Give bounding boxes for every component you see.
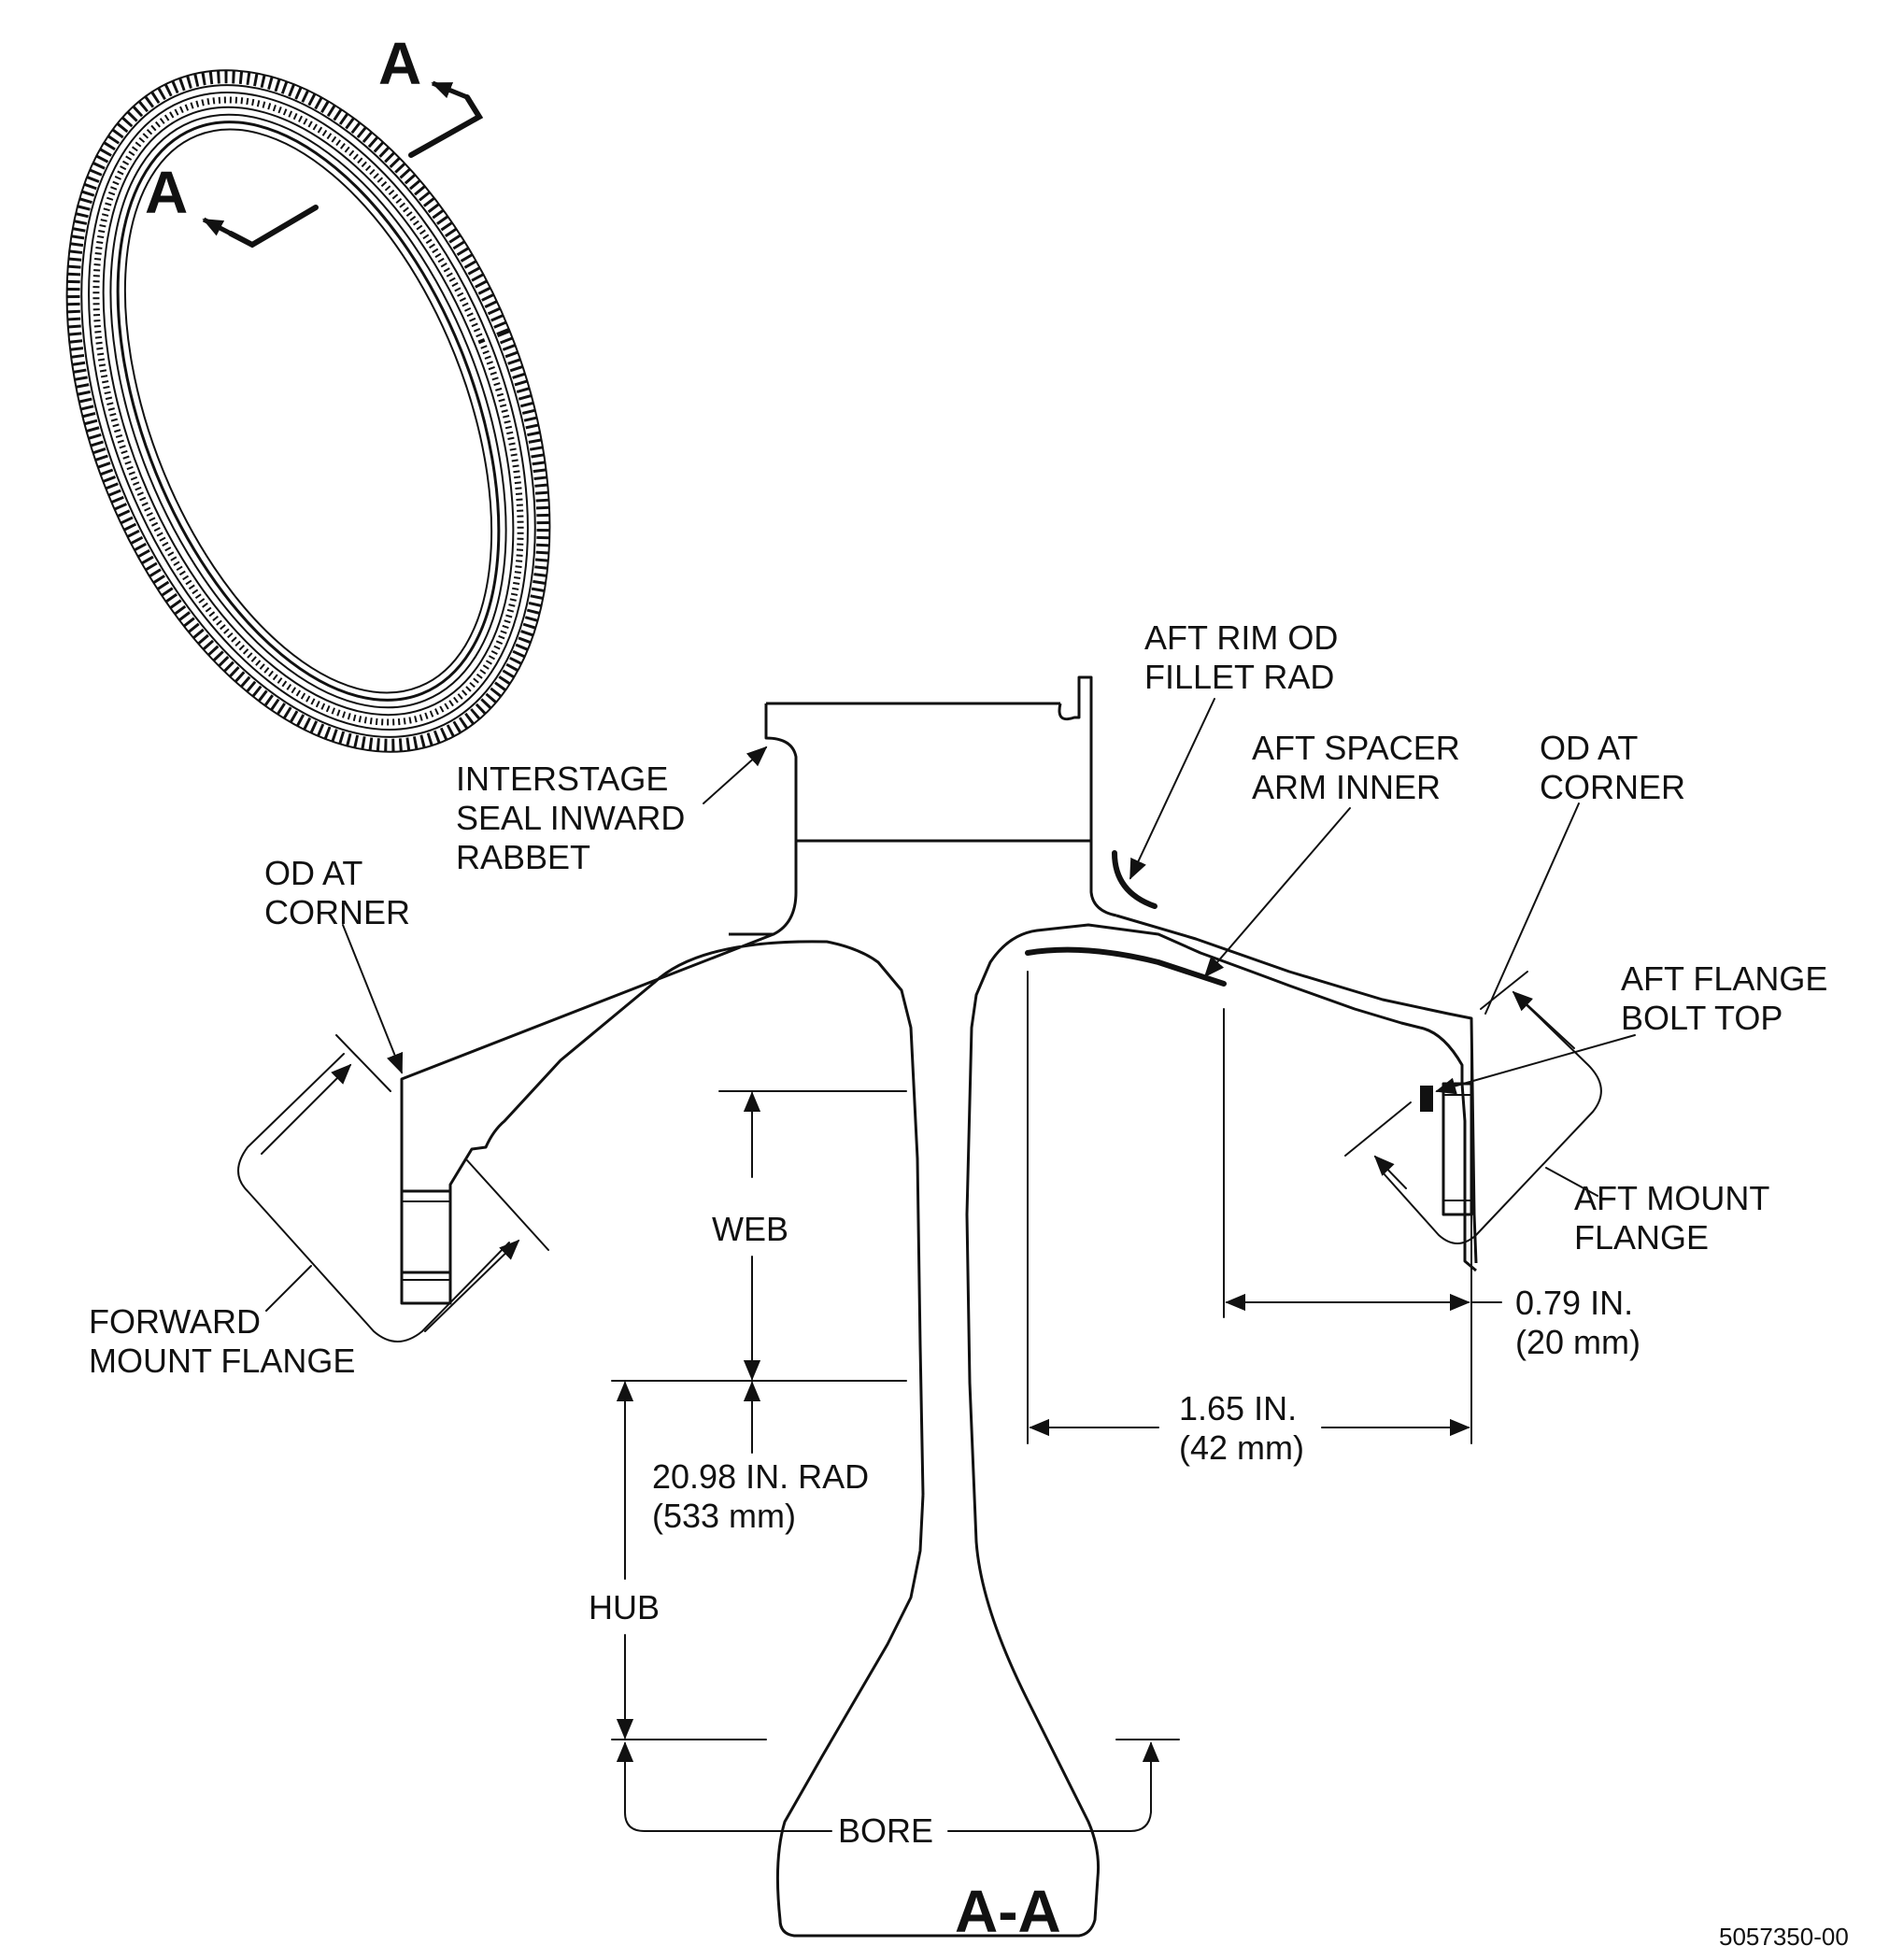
section-mark-lower: A [145, 159, 188, 226]
dimension-lines [611, 971, 1502, 1832]
dimension-flange-offset-line1: 0.79 IN. [1515, 1284, 1633, 1322]
label-aft-spacer-arm-line1: AFT SPACER [1252, 729, 1460, 767]
label-aft-flange-bolt-line2: BOLT TOP [1621, 999, 1782, 1037]
dimension-radius-line1: 20.98 IN. RAD [652, 1457, 869, 1496]
section-arrow-lower [202, 217, 233, 236]
leader-lines [261, 698, 1636, 1332]
isometric-ring-view: A A [65, 30, 551, 753]
label-od-at-corner-right-line2: CORNER [1540, 768, 1685, 806]
section-mark-upper: A [378, 30, 421, 97]
label-od-at-corner-right-line1: OD AT [1540, 729, 1638, 767]
callout-labels: INTERSTAGE SEAL INWARD RABBET AFT RIM OD… [89, 618, 1849, 1951]
aft-mount-flange [1382, 996, 1602, 1244]
dimension-spacer-arm-line1: 1.65 IN. [1179, 1389, 1297, 1427]
dimension-radius-line2: (533 mm) [652, 1497, 796, 1535]
label-bore: BORE [838, 1811, 933, 1850]
aft-flange-bolt [1420, 1086, 1433, 1112]
label-web: WEB [712, 1210, 788, 1248]
label-hub: HUB [589, 1588, 660, 1626]
aft-rim-fillet-highlight [1112, 850, 1158, 909]
dimension-flange-offset-line2: (20 mm) [1515, 1323, 1640, 1361]
label-aft-mount-flange-line2: FLANGE [1574, 1218, 1709, 1257]
forward-mount-flange [237, 1053, 510, 1342]
label-interstage-seal-line3: RABBET [456, 838, 590, 876]
label-forward-mount-flange-line2: MOUNT FLANGE [89, 1342, 355, 1380]
drawing-number: 5057350-00 [1719, 1923, 1849, 1951]
label-aft-rim-od-line1: AFT RIM OD [1144, 618, 1338, 657]
label-aft-spacer-arm-line2: ARM INNER [1252, 768, 1441, 806]
aft-spacer-arm-highlight [1025, 946, 1227, 987]
label-aft-mount-flange-line1: AFT MOUNT [1574, 1179, 1769, 1217]
label-interstage-seal-line1: INTERSTAGE [456, 760, 668, 798]
dimension-spacer-arm-line2: (42 mm) [1179, 1428, 1304, 1467]
section-arrow-upper [431, 80, 468, 100]
label-forward-mount-flange-line1: FORWARD [89, 1302, 261, 1341]
label-aft-rim-od-line2: FILLET RAD [1144, 658, 1334, 696]
label-od-at-corner-left-line2: CORNER [264, 893, 410, 931]
cross-section-profile [400, 675, 1478, 1938]
section-title: A-A [955, 1878, 1061, 1945]
section-cut-line-upper [408, 94, 484, 158]
label-aft-flange-bolt-line1: AFT FLANGE [1621, 959, 1827, 998]
section-cut-line-lower [228, 205, 319, 249]
label-od-at-corner-left-line1: OD AT [264, 854, 362, 892]
label-interstage-seal-line2: SEAL INWARD [456, 799, 685, 837]
